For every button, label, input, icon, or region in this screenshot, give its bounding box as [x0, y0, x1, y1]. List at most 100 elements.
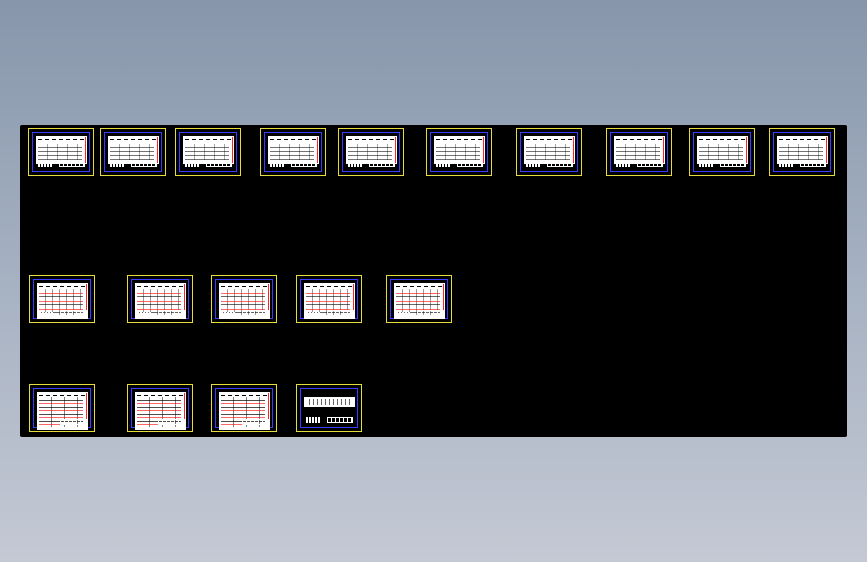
drawing-sheet[interactable] [127, 275, 193, 323]
sheet-content [434, 136, 485, 164]
dimension-line [395, 137, 396, 163]
sheet-border [33, 279, 91, 319]
sheet-border [32, 132, 90, 172]
sheet-stamp [348, 161, 362, 167]
sheet-stamp [779, 161, 793, 167]
drawing-sheet[interactable] [260, 128, 326, 176]
title-block [158, 419, 184, 425]
sheet-content [777, 136, 828, 164]
dimension-line [232, 137, 233, 163]
sheet-stamp [221, 312, 235, 316]
dimension-line [184, 393, 185, 419]
sheet-stamp [38, 161, 52, 167]
dimension-line [483, 137, 484, 163]
sheet-content [183, 136, 234, 164]
sheet-border [300, 388, 358, 428]
drawing-sheet[interactable] [296, 384, 362, 432]
sheet-border [215, 279, 273, 319]
drawing-sheet[interactable] [28, 128, 94, 176]
dimension-line [268, 284, 269, 310]
title-block [206, 161, 232, 167]
title-block [60, 419, 86, 425]
dimension-line [663, 137, 664, 163]
sheet-content [524, 136, 575, 164]
dimension-line [86, 284, 87, 310]
drawing-sheet[interactable] [386, 275, 452, 323]
sheet-border [33, 388, 91, 430]
title-block [637, 161, 663, 167]
sheet-stamp [185, 161, 199, 167]
dimension-line [85, 137, 86, 163]
drawing-sheet[interactable] [211, 384, 277, 432]
sheet-stamp [110, 161, 124, 167]
sheet-border [610, 132, 668, 172]
sheet-stamp [396, 312, 410, 316]
drawing-sheet[interactable] [426, 128, 492, 176]
dimension-line [353, 284, 354, 310]
title-block [59, 161, 85, 167]
sheet-border [390, 279, 448, 319]
drawing-sheet[interactable] [127, 384, 193, 432]
sheet-stamp [436, 161, 450, 167]
title-block [457, 161, 483, 167]
sheet-stamp [270, 161, 284, 167]
title-block [720, 161, 746, 167]
dimension-line [746, 137, 747, 163]
title-block [291, 161, 317, 167]
sheet-content [36, 136, 87, 164]
drawing-sheet[interactable] [769, 128, 835, 176]
sheet-border [430, 132, 488, 172]
dimension-line [184, 284, 185, 310]
sheet-border [693, 132, 751, 172]
dimension-line [826, 137, 827, 163]
title-block [60, 310, 86, 316]
drawing-sheet[interactable] [175, 128, 241, 176]
title-block [242, 419, 268, 425]
drawing-sheet[interactable] [338, 128, 404, 176]
drawing-sheet[interactable] [606, 128, 672, 176]
title-block [369, 161, 395, 167]
sheet-border [773, 132, 831, 172]
drawing-sheet[interactable] [211, 275, 277, 323]
sheet-content [697, 136, 748, 164]
sheet-content [268, 136, 319, 164]
dimension-line [317, 137, 318, 163]
drawing-sheet[interactable] [29, 384, 95, 432]
title-block [800, 161, 826, 167]
sheet-border [300, 279, 358, 319]
sheet-stamp [39, 312, 53, 316]
title-block [131, 161, 157, 167]
dimension-line [573, 137, 574, 163]
dimension-line [443, 284, 444, 310]
drawing-sheet[interactable] [516, 128, 582, 176]
sheet-border [131, 388, 189, 430]
title-block [417, 310, 443, 316]
drawing-sheet[interactable] [100, 128, 166, 176]
title-block [242, 310, 268, 316]
sheet-border [264, 132, 322, 172]
sheet-content [346, 136, 397, 164]
sheet-border [104, 132, 162, 172]
dimension-line [157, 137, 158, 163]
sheet-border [215, 388, 273, 430]
sheet-stamp [306, 312, 320, 316]
sheet-border [131, 279, 189, 319]
sheet-border [342, 132, 400, 172]
sheet-stamp [306, 417, 320, 423]
sheet-content [614, 136, 665, 164]
drawing-sheet[interactable] [29, 275, 95, 323]
title-block [327, 310, 353, 316]
drawing-sheet[interactable] [689, 128, 755, 176]
sheet-content [108, 136, 159, 164]
sheet-stamp [137, 312, 151, 316]
title-block [327, 417, 353, 423]
sheet-stamp [526, 161, 540, 167]
drawing-sheet[interactable] [296, 275, 362, 323]
sheet-stamp [616, 161, 630, 167]
title-block [547, 161, 573, 167]
sheet-border [520, 132, 578, 172]
dimension-line [268, 393, 269, 419]
drawing-canvas[interactable] [20, 125, 847, 437]
sheet-content [304, 397, 355, 407]
